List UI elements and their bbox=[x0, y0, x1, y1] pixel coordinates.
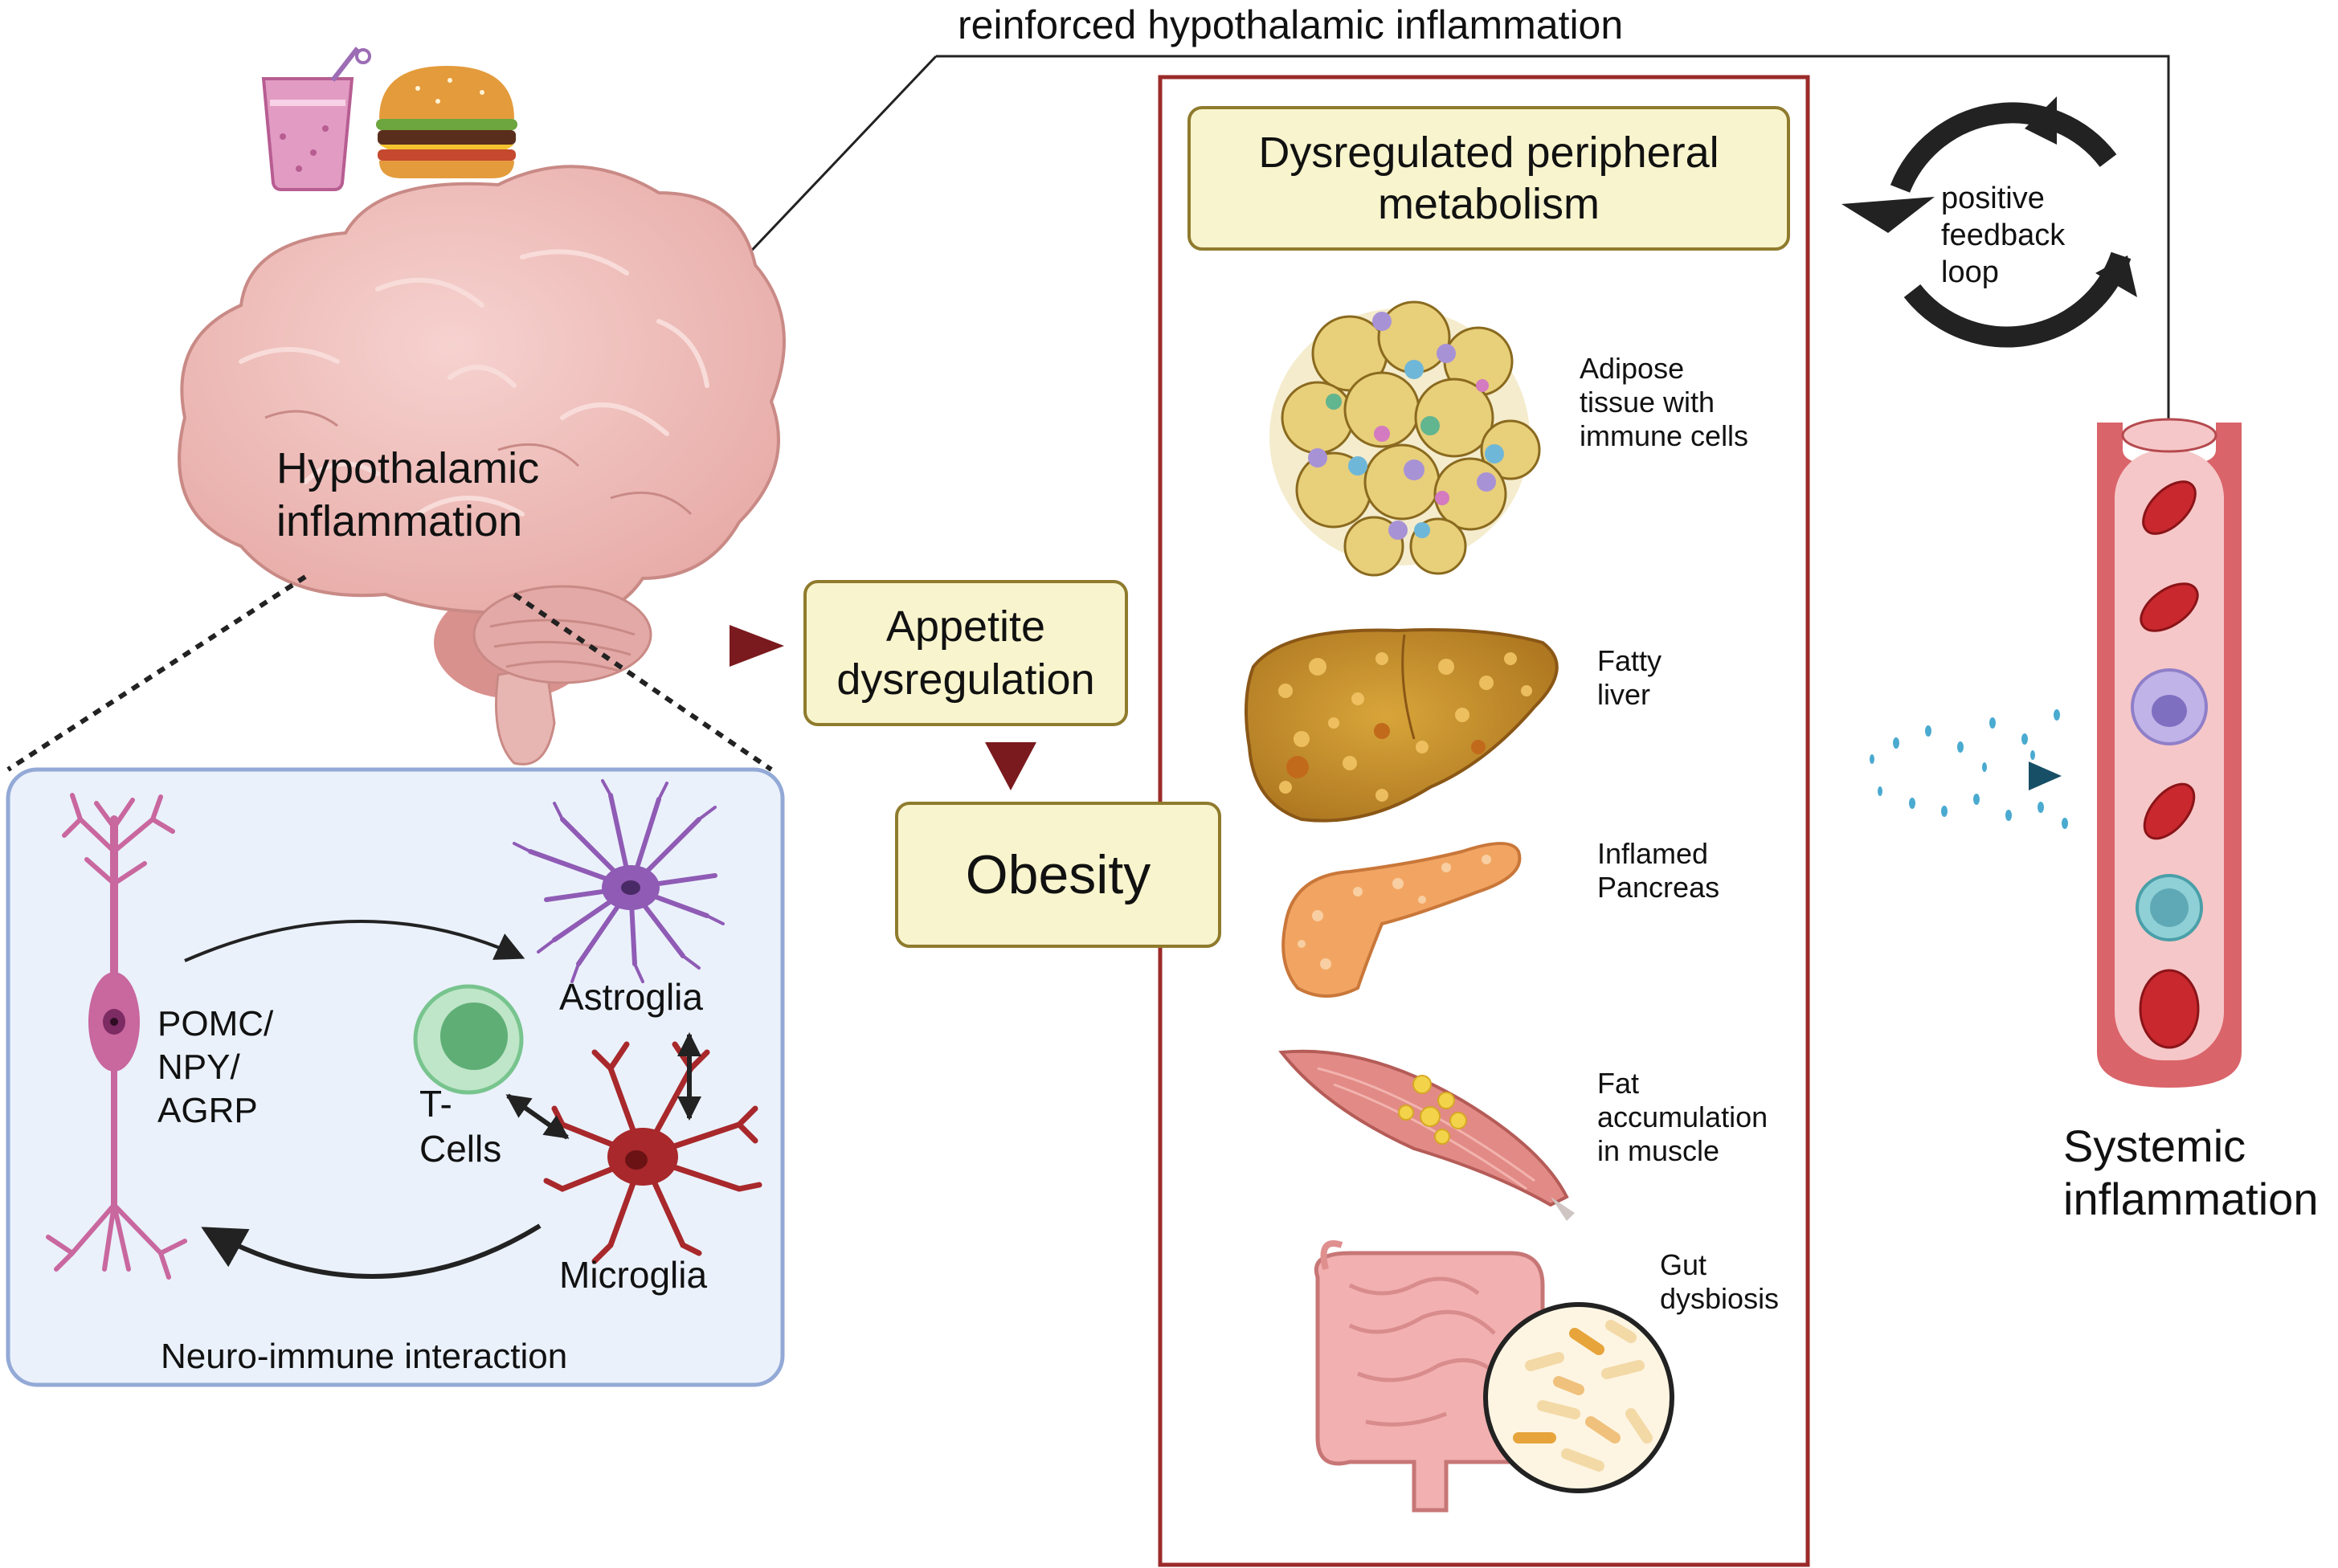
burger-icon bbox=[376, 66, 517, 178]
pancreas-label: Inflamed Pancreas bbox=[1597, 837, 1720, 904]
gut-dysbiosis-label: Gut dysbiosis bbox=[1660, 1248, 1780, 1315]
peripheral-metabolism-title-box: Dysregulated peripheral metabolism bbox=[1187, 106, 1790, 251]
brain-illustration bbox=[178, 165, 786, 766]
fatty-liver-illustration bbox=[1245, 628, 1559, 823]
tcell-microglia-arrow bbox=[505, 1093, 570, 1140]
brain-to-appetite-arrowhead bbox=[730, 625, 784, 667]
positive-feedback-loop-icon bbox=[1890, 102, 2132, 348]
reinforced-inflammation-label: reinforced hypothalamic inflammation bbox=[958, 2, 1624, 47]
t-cell-nucleus bbox=[440, 1002, 508, 1070]
pomc-npy-agrp-label: POMC/ NPY/ AGRP bbox=[157, 1004, 274, 1130]
positive-feedback-loop-label: positive feedback loop bbox=[1941, 182, 2066, 289]
neuron-to-astroglia-arrow bbox=[184, 920, 525, 962]
loop-arrowhead-left bbox=[1841, 197, 1935, 233]
microglia-to-neuron-arrow bbox=[201, 1223, 542, 1279]
astroglia-nucleus bbox=[621, 880, 640, 895]
inflamed-pancreas-illustration bbox=[1281, 842, 1522, 998]
hypothalamic-inflammation-label: Hypothalamic inflammation bbox=[276, 444, 540, 545]
adipose-tissue-illustration bbox=[1269, 300, 1541, 577]
appetite-dysregulation-label: Appetite dysregulation bbox=[836, 602, 1095, 704]
smoothie-icon bbox=[261, 47, 371, 191]
obesity-label: Obesity bbox=[965, 844, 1151, 905]
gut-microbiome-magnifier bbox=[1483, 1302, 1674, 1493]
loop-arrowhead-top bbox=[2025, 96, 2057, 145]
obesity-box: Obesity bbox=[895, 802, 1221, 948]
systemic-inflammation-label: Systemic inflammation bbox=[2063, 1121, 2319, 1224]
zoom-line-right bbox=[513, 592, 773, 772]
microglia-label: Microglia bbox=[559, 1254, 708, 1296]
muscle-with-fat-illustration bbox=[1278, 1049, 1575, 1221]
fatty-liver-label: Fatty liver bbox=[1597, 644, 1662, 711]
appetite-dysregulation-box: Appetite dysregulation bbox=[803, 580, 1128, 726]
astroglia-label: Astroglia bbox=[559, 976, 703, 1018]
peripheral-metabolism-title: Dysregulated peripheral metabolism bbox=[1258, 129, 1719, 228]
blood-vessel-illustration bbox=[2097, 418, 2242, 1088]
appetite-to-obesity-arrowhead bbox=[985, 742, 1036, 790]
loop-arrowhead-right bbox=[2089, 255, 2145, 297]
t-cells-label: T- Cells bbox=[419, 1083, 502, 1170]
cytokine-release-arrow bbox=[1840, 709, 2068, 829]
neuron-nucleolus bbox=[110, 1018, 118, 1026]
zoom-line-left bbox=[6, 574, 307, 772]
neuro-immune-caption: Neuro-immune interaction bbox=[161, 1337, 568, 1376]
muscle-label: Fat accumulation in muscle bbox=[1597, 1067, 1768, 1167]
microglia-nucleus bbox=[625, 1150, 648, 1170]
adipose-label: Adipose tissue with immune cells bbox=[1580, 352, 1749, 452]
